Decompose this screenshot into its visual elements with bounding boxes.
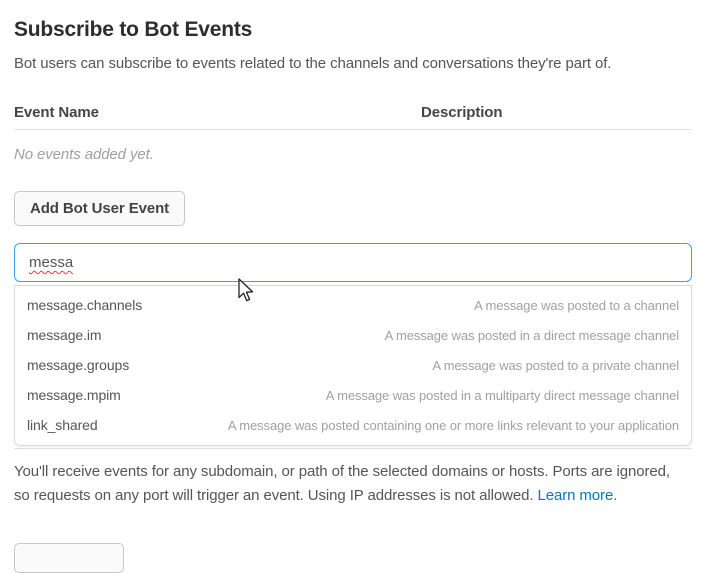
suggestion-description: A message was posted in a multiparty dir… [325,387,679,403]
events-table-header: Event Name Description [14,104,692,121]
suggestion-description: A message was posted to a private channe… [432,357,679,373]
empty-events-message: No events added yet. [14,146,154,163]
footer-note: You'll receive events for any subdomain,… [14,460,684,508]
suggestion-name: message.mpim [27,387,121,403]
learn-more-link[interactable]: Learn more. [537,487,618,504]
event-suggestions-dropdown: message.channels A message was posted to… [14,285,692,446]
suggestion-description: A message was posted containing one or m… [227,417,679,433]
suggestion-name: message.channels [27,297,143,313]
divider [14,129,692,130]
event-search-value: messa [29,254,74,271]
suggestion-description: A message was posted in a direct message… [384,327,679,343]
suggestion-item-message-mpim[interactable]: message.mpim A message was posted in a m… [15,380,691,410]
subscribe-bot-events-page: { "colors": { "focus_border": "#3aa3e3",… [0,17,711,573]
suggestion-name: link_shared [27,417,98,433]
suggestion-item-link-shared[interactable]: link_shared A message was posted contain… [15,410,691,440]
suggestion-item-message-im[interactable]: message.im A message was posted in a dir… [15,320,691,350]
suggestion-item-message-channels[interactable]: message.channels A message was posted to… [15,290,691,320]
column-header-event-name: Event Name [14,104,99,121]
divider [14,448,692,449]
page-title: Subscribe to Bot Events [14,18,253,41]
partial-bottom-button[interactable] [14,543,124,573]
suggestion-item-message-groups[interactable]: message.groups A message was posted to a… [15,350,691,380]
event-search-input[interactable]: messa [14,243,692,282]
suggestion-name: message.groups [27,357,130,373]
suggestion-description: A message was posted to a channel [474,297,679,313]
column-header-description: Description [421,104,503,121]
section-subtitle: Bot users can subscribe to events relate… [14,55,612,72]
suggestion-name: message.im [27,327,102,343]
add-bot-user-event-button[interactable]: Add Bot User Event [14,191,186,226]
main-content: Subscribe to Bot Events Bot users can su… [0,17,711,508]
event-search-container: messa message.channels A message was pos… [14,243,692,446]
footer-note-text: You'll receive events for any subdomain,… [14,463,670,504]
